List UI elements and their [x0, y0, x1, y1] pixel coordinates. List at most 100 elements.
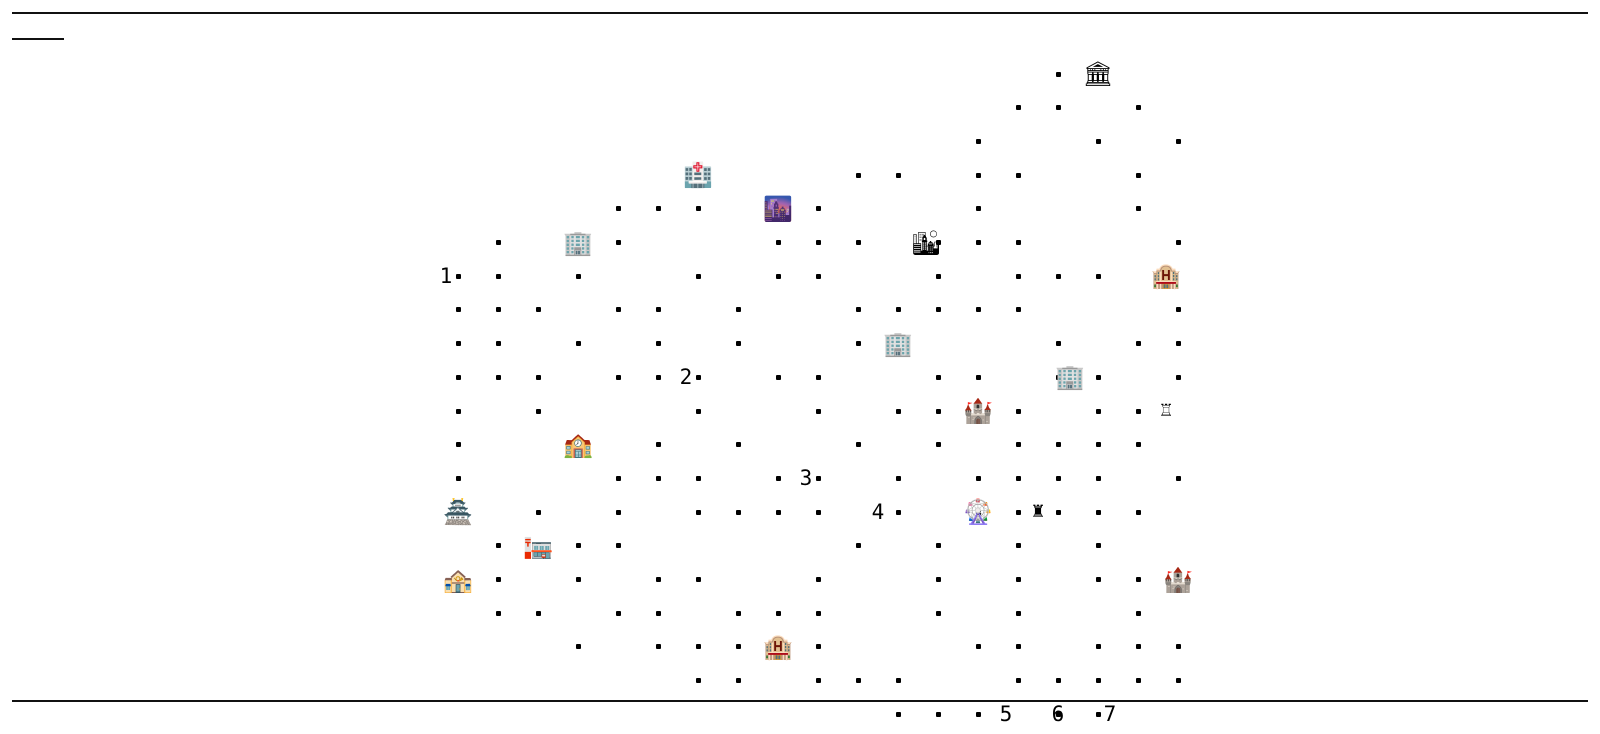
map-dot [935, 610, 941, 616]
map-dot [895, 475, 901, 481]
map-dot [895, 341, 901, 347]
map-dot [1175, 307, 1181, 313]
map-dot [1175, 240, 1181, 245]
map-dot [815, 610, 821, 616]
map-dot [1095, 442, 1101, 448]
map-dot [815, 408, 821, 414]
ferris-wheel-icon: 🎡 [963, 498, 993, 527]
map-dot [1015, 509, 1021, 515]
map-dot [815, 577, 821, 582]
map-dot [895, 678, 901, 684]
hospital-icon: 🏥 [683, 161, 713, 190]
map-dot [775, 273, 781, 279]
map-dot [815, 374, 821, 380]
map-dot [975, 240, 981, 245]
map-dot [615, 206, 621, 212]
map-dot [1015, 442, 1021, 448]
map-dot [615, 307, 621, 313]
map-dot [615, 475, 621, 481]
map-dot [1135, 442, 1141, 448]
map-dot [535, 509, 541, 515]
top-border-line-wrap [12, 38, 64, 40]
map-dot [775, 644, 781, 650]
map-dot [1095, 273, 1101, 279]
map-dot [1095, 374, 1101, 380]
map-dot [935, 273, 941, 279]
map-dot [1015, 307, 1021, 313]
map-dot [695, 475, 701, 481]
map-dot [735, 644, 741, 650]
map-dot [535, 610, 541, 616]
map-dot [1015, 678, 1021, 684]
map-dot [615, 543, 621, 549]
map-dot [455, 273, 461, 279]
map-dot [1175, 138, 1181, 144]
map-dot [695, 644, 701, 650]
map-dot [895, 408, 901, 414]
map-dot [575, 273, 581, 279]
map-dot [1055, 509, 1061, 515]
map-dot [695, 678, 701, 684]
map-dot [775, 206, 781, 212]
map-dot [815, 475, 821, 481]
map-dot [1055, 711, 1061, 717]
map-number-label: 7 [1103, 702, 1117, 727]
map-dot [1135, 577, 1141, 582]
map-dot [975, 206, 981, 212]
map-dot [935, 408, 941, 414]
map-dot [975, 307, 981, 313]
map-dot [1095, 577, 1101, 582]
map-dot [935, 240, 941, 245]
map-dot [695, 374, 701, 380]
office-building-icon: 🏢 [563, 228, 593, 257]
map-dot [935, 543, 941, 549]
map-dot [1175, 341, 1181, 347]
map-dot [975, 374, 981, 380]
map-dot [735, 678, 741, 684]
map-dot [1175, 644, 1181, 650]
map-dot [855, 307, 861, 313]
map-dot [1095, 408, 1101, 414]
map-dot [655, 442, 661, 448]
map-dot [455, 475, 461, 481]
map-dot [735, 341, 741, 347]
map-dot [975, 172, 981, 178]
map-dot [935, 711, 941, 717]
map-dot [855, 240, 861, 245]
white-rook-icon: ♖ [1158, 401, 1174, 421]
map-dot [655, 341, 661, 347]
map-dot [1095, 543, 1101, 549]
hotel-icon: 🏨 [1151, 262, 1181, 291]
map-dot [855, 341, 861, 347]
map-dot [1135, 408, 1141, 414]
map-dot [1055, 374, 1061, 380]
map-number-label: 5 [999, 702, 1013, 727]
map-dot [815, 273, 821, 279]
map-dot [615, 610, 621, 616]
map-dot [895, 172, 901, 178]
map-dot [975, 475, 981, 481]
cityscape-icon: 🏙 [910, 228, 942, 257]
map-dot [495, 577, 501, 582]
map-dot [1135, 509, 1141, 515]
map-dot [535, 543, 541, 549]
classical-building-icon: 🏛 [1082, 60, 1114, 88]
map-dot [535, 374, 541, 380]
office-building-icon: 🏢 [1055, 363, 1085, 392]
map-dot [1015, 610, 1021, 616]
map-dot [455, 341, 461, 347]
map-dot [975, 509, 981, 515]
map-number-label: 2 [679, 365, 693, 390]
map-dot [1015, 240, 1021, 245]
map-dot [1135, 678, 1141, 684]
map-dot [455, 577, 461, 582]
map-dot [775, 240, 781, 245]
cityscape-dusk-icon: 🌆 [763, 194, 793, 223]
map-dot [1055, 442, 1061, 448]
map-number-label: 3 [799, 466, 813, 491]
map-dot [775, 475, 781, 481]
map-dot [1055, 273, 1061, 279]
map-dot [1015, 172, 1021, 178]
map-dot [1055, 71, 1061, 77]
